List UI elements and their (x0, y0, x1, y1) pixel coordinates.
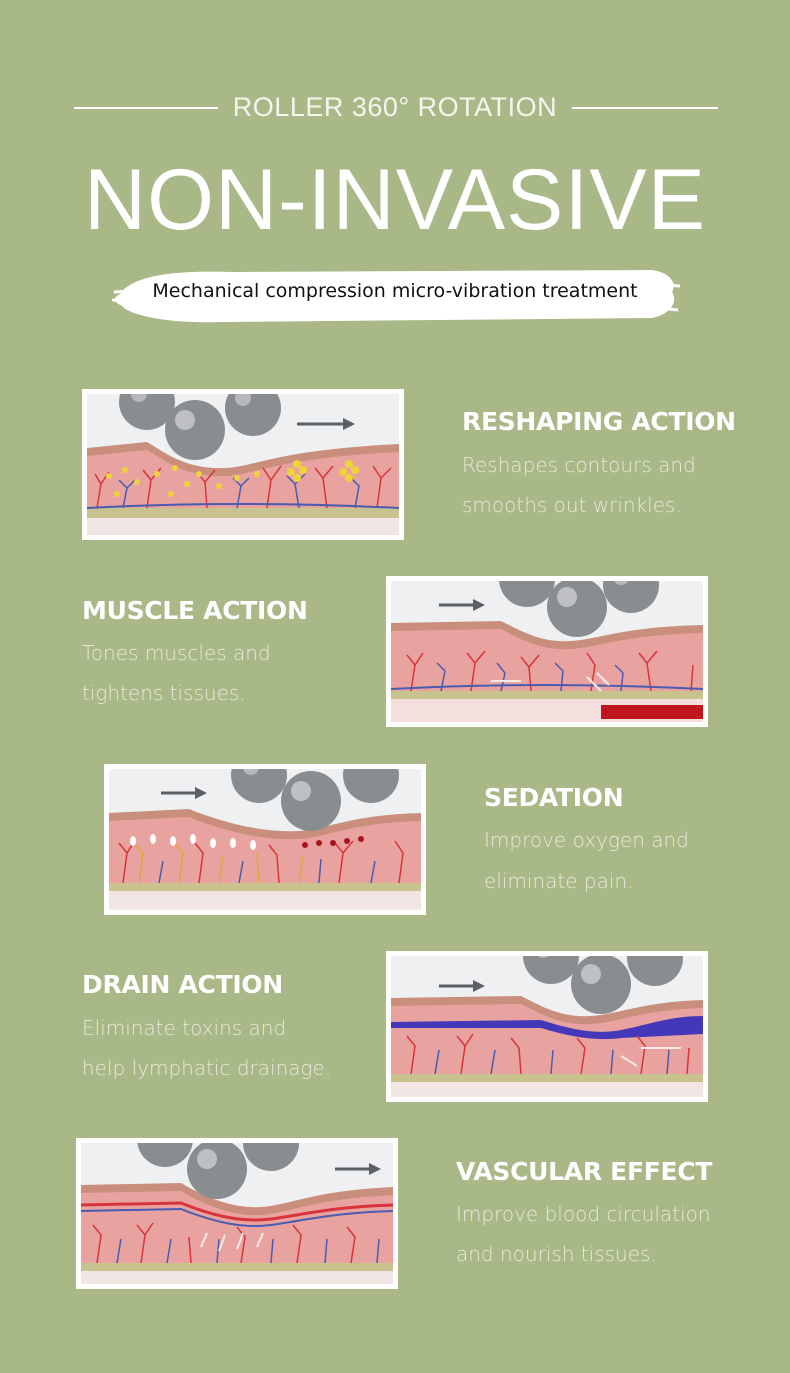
feature-desc-sedation-1: Improve oxygen and (484, 828, 689, 852)
feature-desc-muscle-1: Tones muscles and (82, 641, 271, 665)
drain-illustration (386, 951, 708, 1102)
subtitle: Mechanical compression micro-vibration t… (152, 280, 638, 302)
skin-diagram-drain (391, 956, 703, 1097)
feature-desc-sedation-2: eliminate pain. (484, 869, 634, 893)
page-title: NON-INVASIVE (83, 152, 707, 248)
feature-desc-drain-1: Eliminate toxins and (82, 1016, 287, 1040)
feature-desc-muscle-2: tightens tissues. (82, 681, 246, 705)
feature-title-sedation: SEDATION (484, 783, 624, 812)
feature-desc-reshaping-2: smooths out wrinkles. (462, 493, 682, 517)
feature-title-drain: DRAIN ACTION (82, 970, 283, 999)
muscle-illustration (386, 576, 708, 727)
vascular-illustration (76, 1138, 398, 1289)
feature-desc-reshaping-1: Reshapes contours and (462, 453, 696, 477)
header-rule-right (572, 107, 718, 109)
feature-desc-vascular-2: and nourish tissues. (456, 1242, 657, 1266)
feature-desc-drain-2: help lymphatic drainage. (82, 1056, 332, 1080)
sedation-illustration (104, 764, 426, 915)
skin-diagram-muscle (391, 581, 703, 722)
reshaping-illustration (82, 389, 404, 540)
feature-title-reshaping: RESHAPING ACTION (462, 407, 736, 436)
skin-diagram-vascular (81, 1143, 393, 1284)
skin-diagram-reshaping (87, 394, 399, 535)
feature-desc-vascular-1: Improve blood circulation (456, 1202, 711, 1226)
eyebrow-title: ROLLER 360° ROTATION (232, 92, 558, 122)
brush-stroke-banner (112, 270, 680, 323)
header-rule-left (74, 107, 218, 109)
skin-diagram-sedation (109, 769, 421, 910)
feature-title-vascular: VASCULAR EFFECT (456, 1157, 713, 1186)
feature-title-muscle: MUSCLE ACTION (82, 596, 308, 625)
